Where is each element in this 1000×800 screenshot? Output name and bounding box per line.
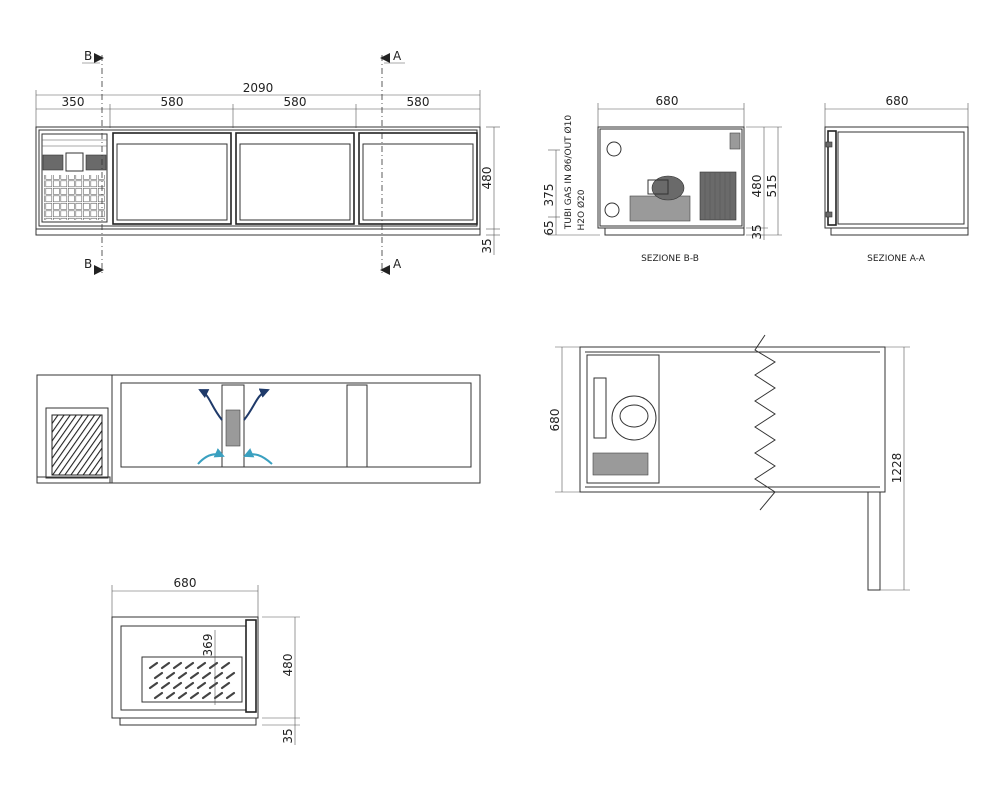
airflow-in-right xyxy=(243,448,273,465)
section-label-b-bottom: B xyxy=(84,257,92,271)
vent-slot xyxy=(208,661,219,670)
compressor-grille-panel xyxy=(41,133,108,223)
plan-view xyxy=(36,374,481,484)
dim-front-height: 480 xyxy=(480,167,494,190)
vent-slot xyxy=(177,671,188,680)
front-dimension-lines xyxy=(35,90,481,128)
vent-slot xyxy=(220,681,231,690)
vent-slot xyxy=(196,661,207,670)
vent-slot xyxy=(148,661,159,670)
top-detail-view: 680 1228 xyxy=(548,334,910,591)
dim-bb-height: 480 xyxy=(750,175,764,198)
vent-slot xyxy=(165,691,176,700)
dim-drawer-width: 680 xyxy=(174,576,197,590)
vent-slot xyxy=(184,661,195,670)
fan-motor-assembly xyxy=(592,377,657,476)
section-bb-view: 680 375 TUBI GAS IN Ø6/OUT Ø10 65 H2O Ø2… xyxy=(542,94,782,264)
vent-slot xyxy=(201,691,212,700)
airflow-out-left xyxy=(198,389,223,421)
vent-slot xyxy=(160,661,171,670)
vent-slot xyxy=(177,691,188,700)
vent-slot xyxy=(165,671,176,680)
dim-drawer-base: 35 xyxy=(281,728,295,743)
dim-bb-base: 35 xyxy=(750,224,764,239)
dim-aa-width: 680 xyxy=(886,94,909,108)
section-marker-a xyxy=(380,53,405,275)
vent-slot xyxy=(201,671,212,680)
dim-top-length: 1228 xyxy=(890,453,904,484)
section-label-b-top: B xyxy=(84,49,92,63)
dim-total-width: 2090 xyxy=(243,81,274,95)
section-aa-view: 680 SEZIONE A-A xyxy=(824,94,969,264)
dim-bb-375: 375 xyxy=(542,184,556,207)
vent-slot xyxy=(225,691,236,700)
vent-slot xyxy=(225,671,236,680)
front-doors xyxy=(112,132,478,225)
front-plinth xyxy=(35,228,481,236)
dim-drawer-height: 480 xyxy=(281,654,295,677)
section-label-a-bottom: A xyxy=(393,257,402,271)
vent-slot xyxy=(172,661,183,670)
vent-slot xyxy=(208,681,219,690)
vent-slot xyxy=(220,661,231,670)
airflow-in-left xyxy=(197,448,225,465)
dim-segment-3: 580 xyxy=(284,95,307,109)
dim-segment-4: 580 xyxy=(407,95,430,109)
dim-bb-total-height: 515 xyxy=(765,175,779,198)
vent-slot xyxy=(213,671,224,680)
front-view: 2090 350 580 580 580 xyxy=(35,49,500,275)
section-marker-b xyxy=(82,53,104,275)
vent-slot xyxy=(148,681,159,690)
aa-cabinet-outline xyxy=(824,126,969,229)
vent-slot xyxy=(189,671,200,680)
bb-compressor-unit xyxy=(629,132,741,222)
dim-bb-width: 680 xyxy=(656,94,679,108)
vent-slot xyxy=(153,671,164,680)
evaporator-column xyxy=(221,384,245,468)
vent-slot xyxy=(189,691,200,700)
vent-slot xyxy=(160,681,171,690)
section-label-a-top: A xyxy=(393,49,402,63)
dim-segment-2: 580 xyxy=(161,95,184,109)
water-pipe-hole xyxy=(604,202,620,218)
bb-h2o-note: H2O Ø20 xyxy=(576,189,587,230)
vent-slot xyxy=(184,681,195,690)
break-line xyxy=(754,334,776,511)
ventilation-slots-panel xyxy=(141,656,243,703)
vent-slots xyxy=(148,661,236,700)
dim-top-depth: 680 xyxy=(548,409,562,432)
condenser-hatched xyxy=(51,414,103,476)
dim-front-base: 35 xyxy=(480,238,494,253)
drawer-outline xyxy=(111,616,259,719)
vent-slot xyxy=(213,691,224,700)
dim-drawer-inner: 369 xyxy=(201,634,215,657)
dim-bb-65: 65 xyxy=(542,220,556,235)
dim-segment-1: 350 xyxy=(62,95,85,109)
gas-pipe-hole xyxy=(606,141,622,157)
drawer-view: 680 369 480 35 xyxy=(111,576,300,745)
caption-section-aa: SEZIONE A-A xyxy=(867,254,926,264)
caption-section-bb: SEZIONE B-B xyxy=(641,254,699,264)
vent-slot xyxy=(172,681,183,690)
vent-slot xyxy=(153,691,164,700)
bb-pipe-note: TUBI GAS IN Ø6/OUT Ø10 xyxy=(563,115,574,230)
airflow-out-right xyxy=(243,388,270,421)
vent-slot xyxy=(196,681,207,690)
